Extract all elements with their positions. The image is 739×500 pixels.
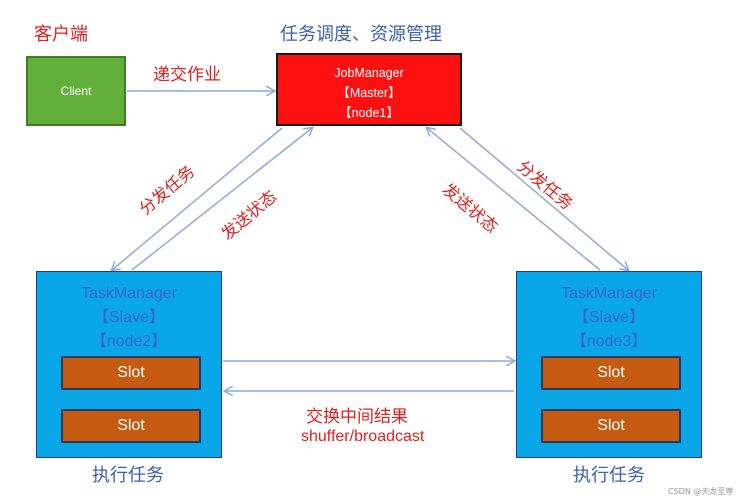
- taskmanager-node-left: TaskManager 【Slave】 【node2】 Slot Slot: [36, 271, 222, 458]
- taskmanager-role: 【Slave】: [572, 309, 646, 326]
- client-role-label: 客户端: [34, 24, 88, 45]
- jobmanager-host: 【node1】: [339, 106, 399, 120]
- submit-job-label: 递交作业: [153, 65, 221, 85]
- taskmanager-node-right: TaskManager 【Slave】 【node3】 Slot Slot: [516, 271, 702, 458]
- slot: Slot: [541, 409, 681, 443]
- taskmanager-title: TaskManager: [560, 285, 658, 302]
- jobmanager-role: 【Master】: [337, 86, 401, 100]
- client-node: Client: [26, 56, 126, 126]
- watermark: CSDN @天龙至尊: [668, 487, 734, 496]
- jobmanager-node: JobManager 【Master】 【node1】: [276, 53, 462, 126]
- jobmanager-title: JobManager: [334, 66, 404, 80]
- slot: Slot: [541, 356, 681, 390]
- execute-right-label: 执行任务: [573, 465, 645, 486]
- slot: Slot: [61, 356, 201, 390]
- dispatch-right-arrow: [459, 127, 628, 270]
- taskmanager-host: 【node3】: [570, 333, 648, 350]
- exchange-title-label: 交换中间结果: [306, 407, 408, 427]
- dispatch-left-arrow: [112, 127, 283, 270]
- master-role-label: 任务调度、资源管理: [280, 24, 442, 45]
- slot: Slot: [61, 409, 201, 443]
- status-right-arrow: [427, 128, 601, 271]
- status-left-arrow: [131, 128, 312, 271]
- taskmanager-host: 【node2】: [90, 333, 168, 350]
- client-name: Client: [60, 84, 92, 98]
- taskmanager-role: 【Slave】: [92, 309, 166, 326]
- taskmanager-title: TaskManager: [80, 285, 178, 302]
- exchange-sub-label: shuffer/broadcast: [301, 428, 425, 445]
- execute-left-label: 执行任务: [92, 465, 164, 486]
